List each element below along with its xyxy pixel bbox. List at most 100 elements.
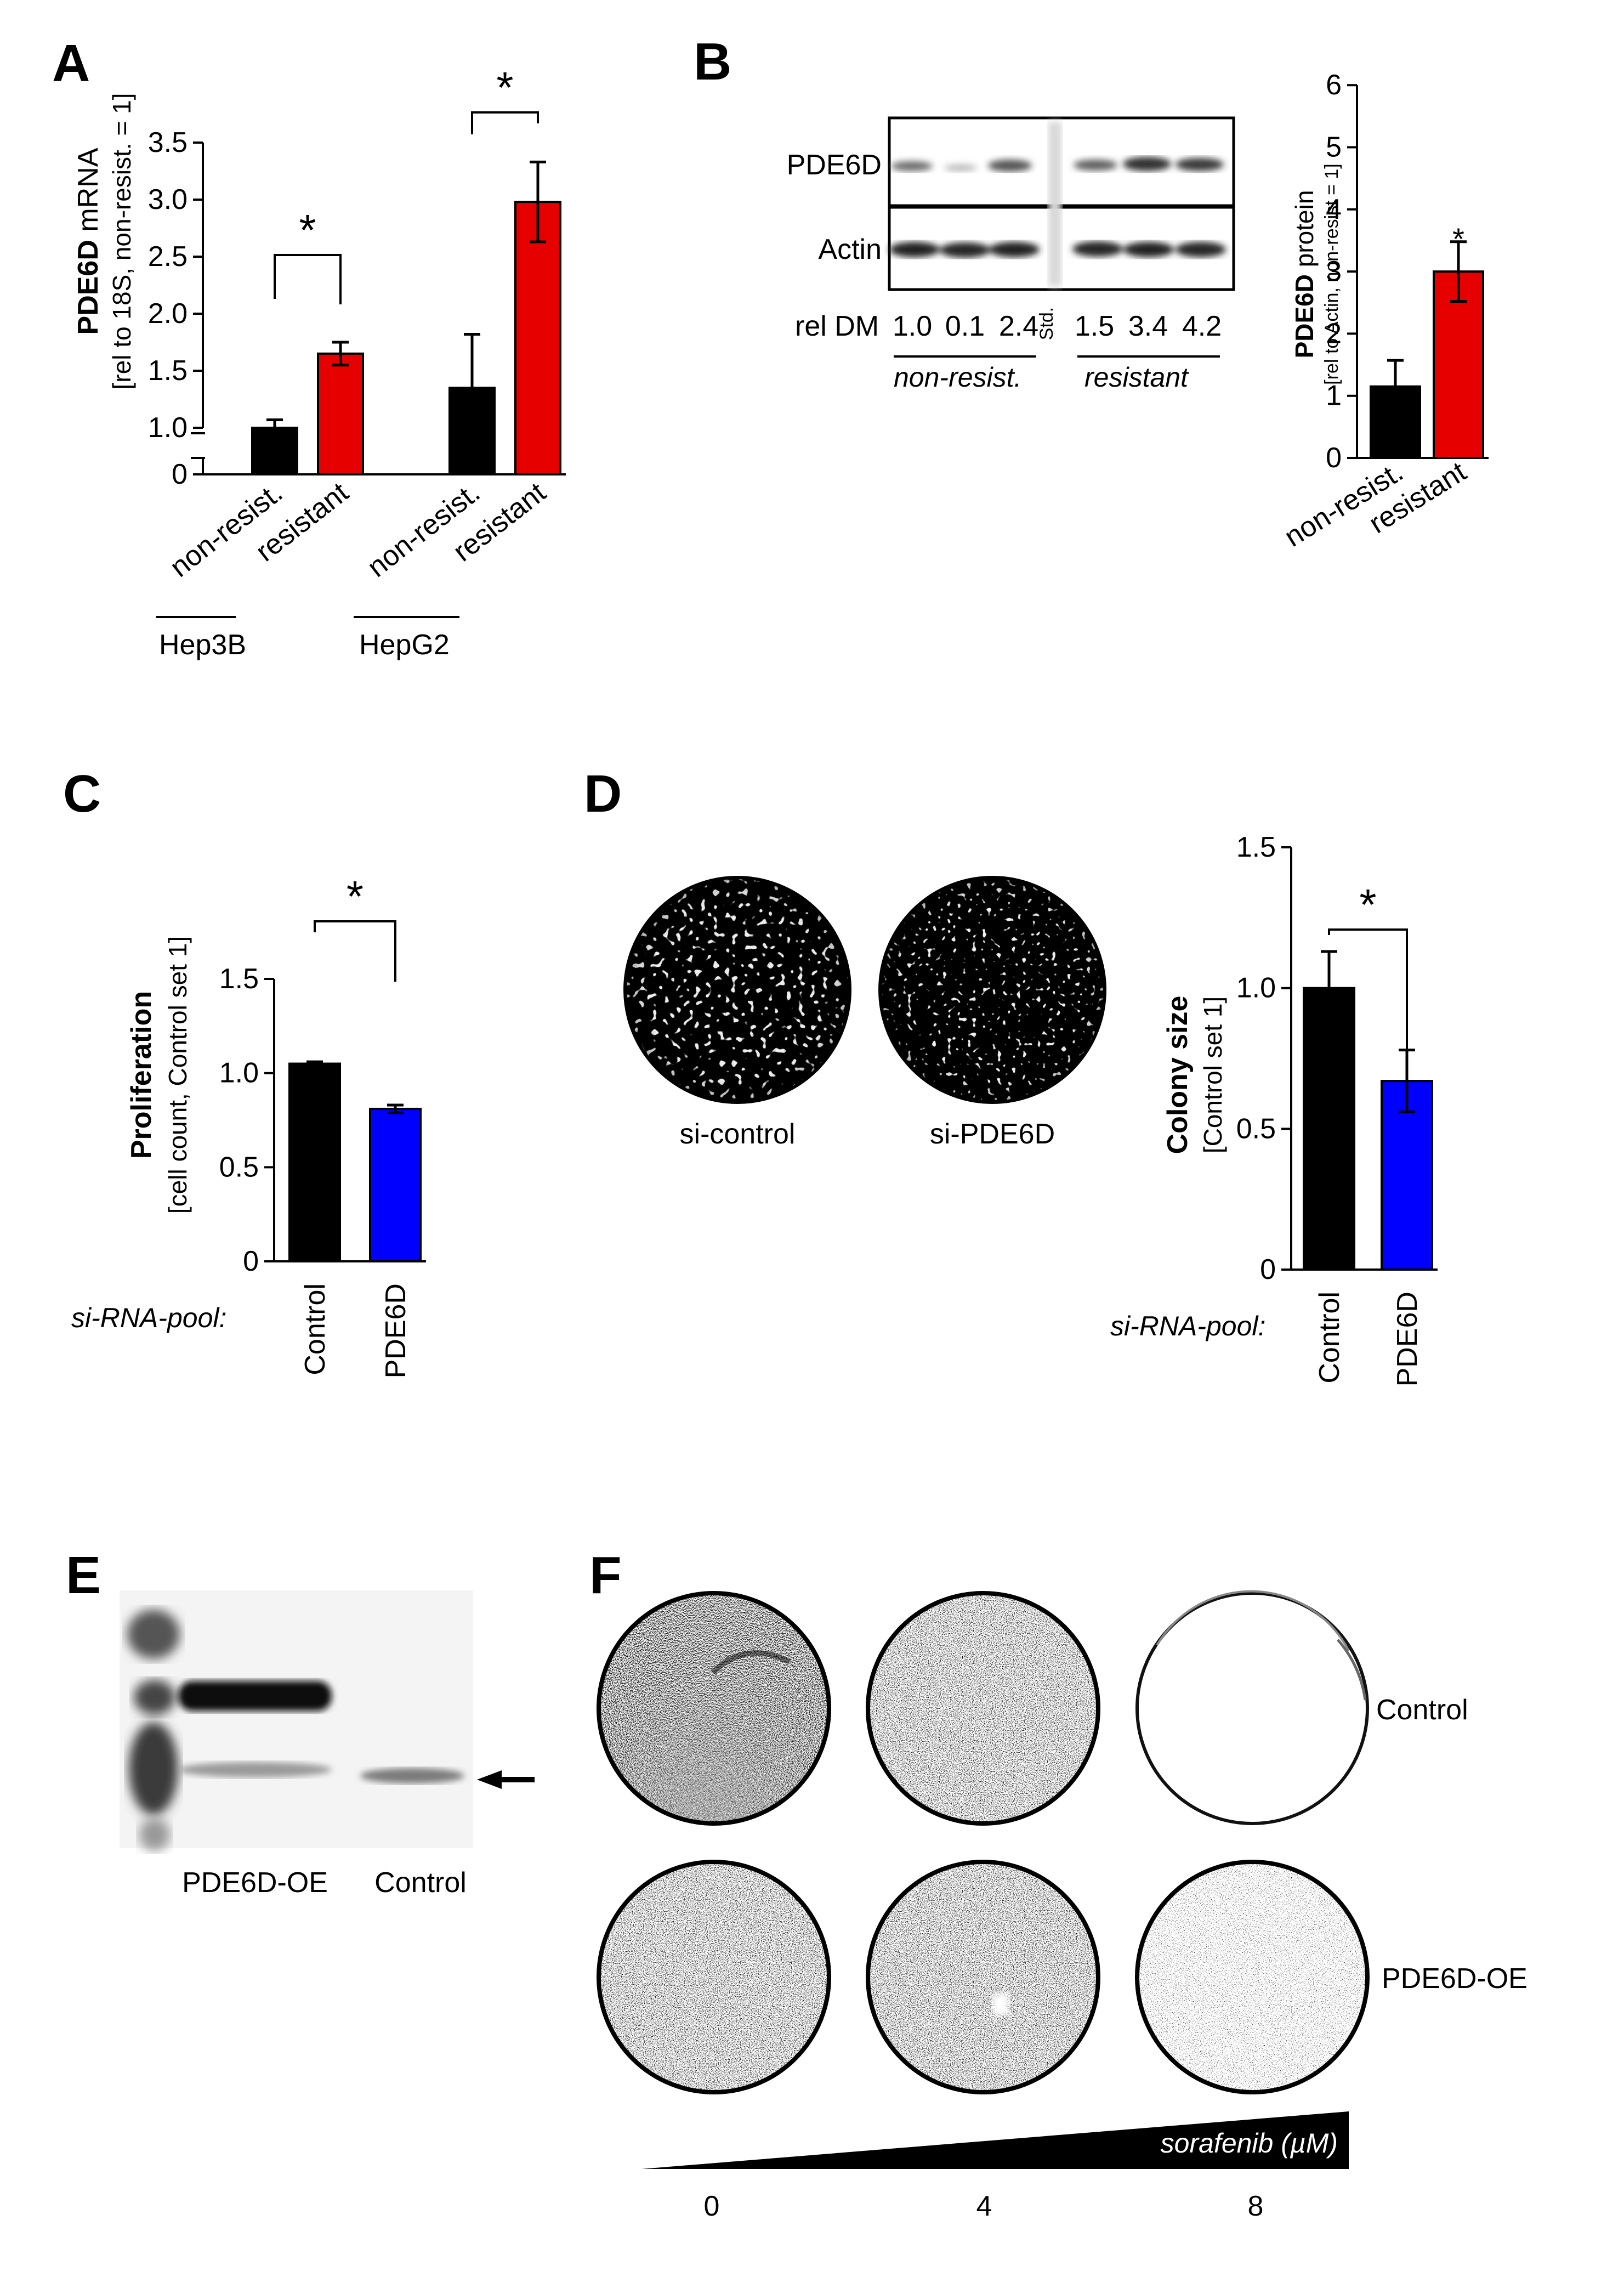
row-label-pde6d-oe: PDE6D-OE — [1382, 1963, 1528, 1995]
y-tick-label: 0 — [243, 1245, 259, 1277]
panel-label-e: E — [66, 1546, 101, 1605]
pde6d-bands — [891, 157, 1224, 172]
chart-d-ylabel: Colony size — [1162, 996, 1194, 1154]
significance-bracket — [274, 254, 342, 304]
std-lane — [1048, 122, 1061, 286]
dose-label: 4 — [976, 2190, 992, 2222]
reldm-label: rel DM — [795, 310, 879, 342]
western-blot-e — [120, 1590, 473, 1851]
chart-c-ylabel: Proliferation — [126, 991, 157, 1159]
arrow-icon — [477, 1770, 535, 1789]
plate-pde6d-oe-0 — [597, 1860, 831, 2094]
y-tick-label: 1.5 — [219, 963, 259, 995]
bar — [288, 1062, 341, 1263]
significance-star: * — [347, 872, 364, 921]
panel-label-f: F — [589, 1546, 622, 1605]
x-tick-label: PDE6D — [380, 1283, 412, 1378]
y-tick-label: 6 — [1326, 69, 1342, 101]
group-label-hep3b: Hep3B — [159, 629, 246, 661]
significance-star: * — [1452, 222, 1464, 256]
y-tick-label: 3 — [1326, 256, 1342, 287]
sirna-pool-label-d: si-RNA-pool: — [1110, 1311, 1265, 1341]
plate-control-0 — [597, 1591, 831, 1826]
panel-label-c: C — [63, 764, 101, 823]
y-tick-label: 3.0 — [148, 184, 188, 216]
significance-star: * — [1359, 880, 1376, 929]
bar — [369, 1107, 422, 1262]
dose-label: 8 — [1248, 2190, 1264, 2222]
western-blot-b — [888, 116, 1235, 291]
panel-a: A 01.01.52.02.53.03.5non-resist.resistan… — [52, 34, 566, 661]
y-tick-label: 1.0 — [1236, 972, 1276, 1004]
group-label-non-resist: non-resist. — [894, 362, 1021, 393]
y-tick-label: 5 — [1326, 132, 1342, 163]
y-tick-label: 2.0 — [148, 298, 188, 330]
reldm-value: 2.4 — [999, 310, 1038, 342]
lane-label-pde6d-oe: PDE6D-OE — [182, 1867, 328, 1899]
actin-bands — [889, 241, 1226, 258]
group-label-hepg2: HepG2 — [359, 629, 450, 661]
gradient-label: sorafenib (µM) — [1161, 2128, 1338, 2159]
y-tick-label: 1.5 — [148, 355, 188, 387]
lane-label-control: Control — [374, 1867, 467, 1899]
bar — [514, 201, 561, 475]
y-tick-label: 2 — [1326, 318, 1342, 349]
x-tick-label: Control — [299, 1283, 331, 1375]
reldm-value: 0.1 — [945, 310, 985, 342]
y-tick-label: 1.0 — [219, 1057, 259, 1089]
y-tick-label: 0 — [1326, 442, 1342, 474]
plate-label-si-control: si-control — [680, 1118, 796, 1150]
significance-star: * — [496, 63, 513, 112]
sorafenib-gradient-wedge — [641, 2111, 1349, 2169]
y-tick-label: 0.5 — [219, 1151, 259, 1183]
panel-label-d: D — [584, 764, 622, 823]
chart-a-ylabel-units: [rel to 18S, non-resist. = 1] — [107, 93, 136, 390]
panel-e: E PDE6D-OE Control — [66, 1546, 535, 1899]
sirna-pool-label-c: si-RNA-pool: — [71, 1302, 226, 1333]
blot-label-pde6d: PDE6D — [787, 149, 882, 181]
blot-label-actin: Actin — [818, 234, 882, 265]
reldm-value: 1.0 — [893, 310, 932, 342]
y-tick-label: 1 — [1326, 380, 1342, 412]
significance-bracket — [471, 111, 539, 134]
bar — [1303, 987, 1355, 1271]
dose-label: 0 — [704, 2190, 720, 2222]
chart-c-ylabel-units: [cell count, Control set 1] — [163, 936, 192, 1214]
std-label: Std. — [1036, 307, 1057, 340]
x-tick-label: PDE6D — [1392, 1292, 1423, 1386]
y-tick-label: 4 — [1326, 194, 1342, 225]
row-label-control: Control — [1376, 1694, 1468, 1726]
reldm-value: 3.4 — [1128, 310, 1168, 342]
chart-b-ylabel-units: [rel to Actin, non-resist = 1] — [1321, 163, 1342, 384]
significance-star: * — [299, 206, 316, 254]
y-tick-label: 0 — [1260, 1254, 1276, 1285]
y-tick-label: 0 — [172, 458, 188, 490]
plate-pde6d-oe-4 — [866, 1860, 1100, 2094]
reldm-value: 4.2 — [1182, 310, 1222, 342]
panel-b: B PDE6D Actin re — [694, 32, 1489, 553]
bar — [317, 352, 364, 475]
plate-control-4 — [866, 1591, 1100, 1826]
significance-bracket — [1328, 928, 1408, 1053]
plate-control-8 — [1135, 1590, 1369, 1825]
plate-pde6d-oe-8 — [1135, 1860, 1370, 2094]
chart-b-ylabel: PDE6D protein — [1290, 190, 1319, 359]
y-tick-label: 3.5 — [148, 127, 188, 158]
y-tick-label: 0.5 — [1236, 1113, 1276, 1145]
reldm-value: 1.5 — [1075, 310, 1114, 342]
y-tick-label: 1.0 — [148, 412, 188, 444]
plate-label-si-pde6d: si-PDE6D — [930, 1118, 1055, 1150]
y-tick-label: 1.5 — [1236, 831, 1276, 863]
y-tick-label: 2.5 — [148, 241, 188, 273]
group-label-resistant: resistant — [1084, 362, 1189, 393]
plate-si-control — [623, 876, 851, 1104]
panel-f: F Control — [589, 1546, 1528, 2222]
chart-d-ylabel-units: [Control set 1] — [1199, 996, 1227, 1153]
x-tick-label: Control — [1314, 1292, 1345, 1384]
panel-label-b: B — [694, 32, 731, 91]
